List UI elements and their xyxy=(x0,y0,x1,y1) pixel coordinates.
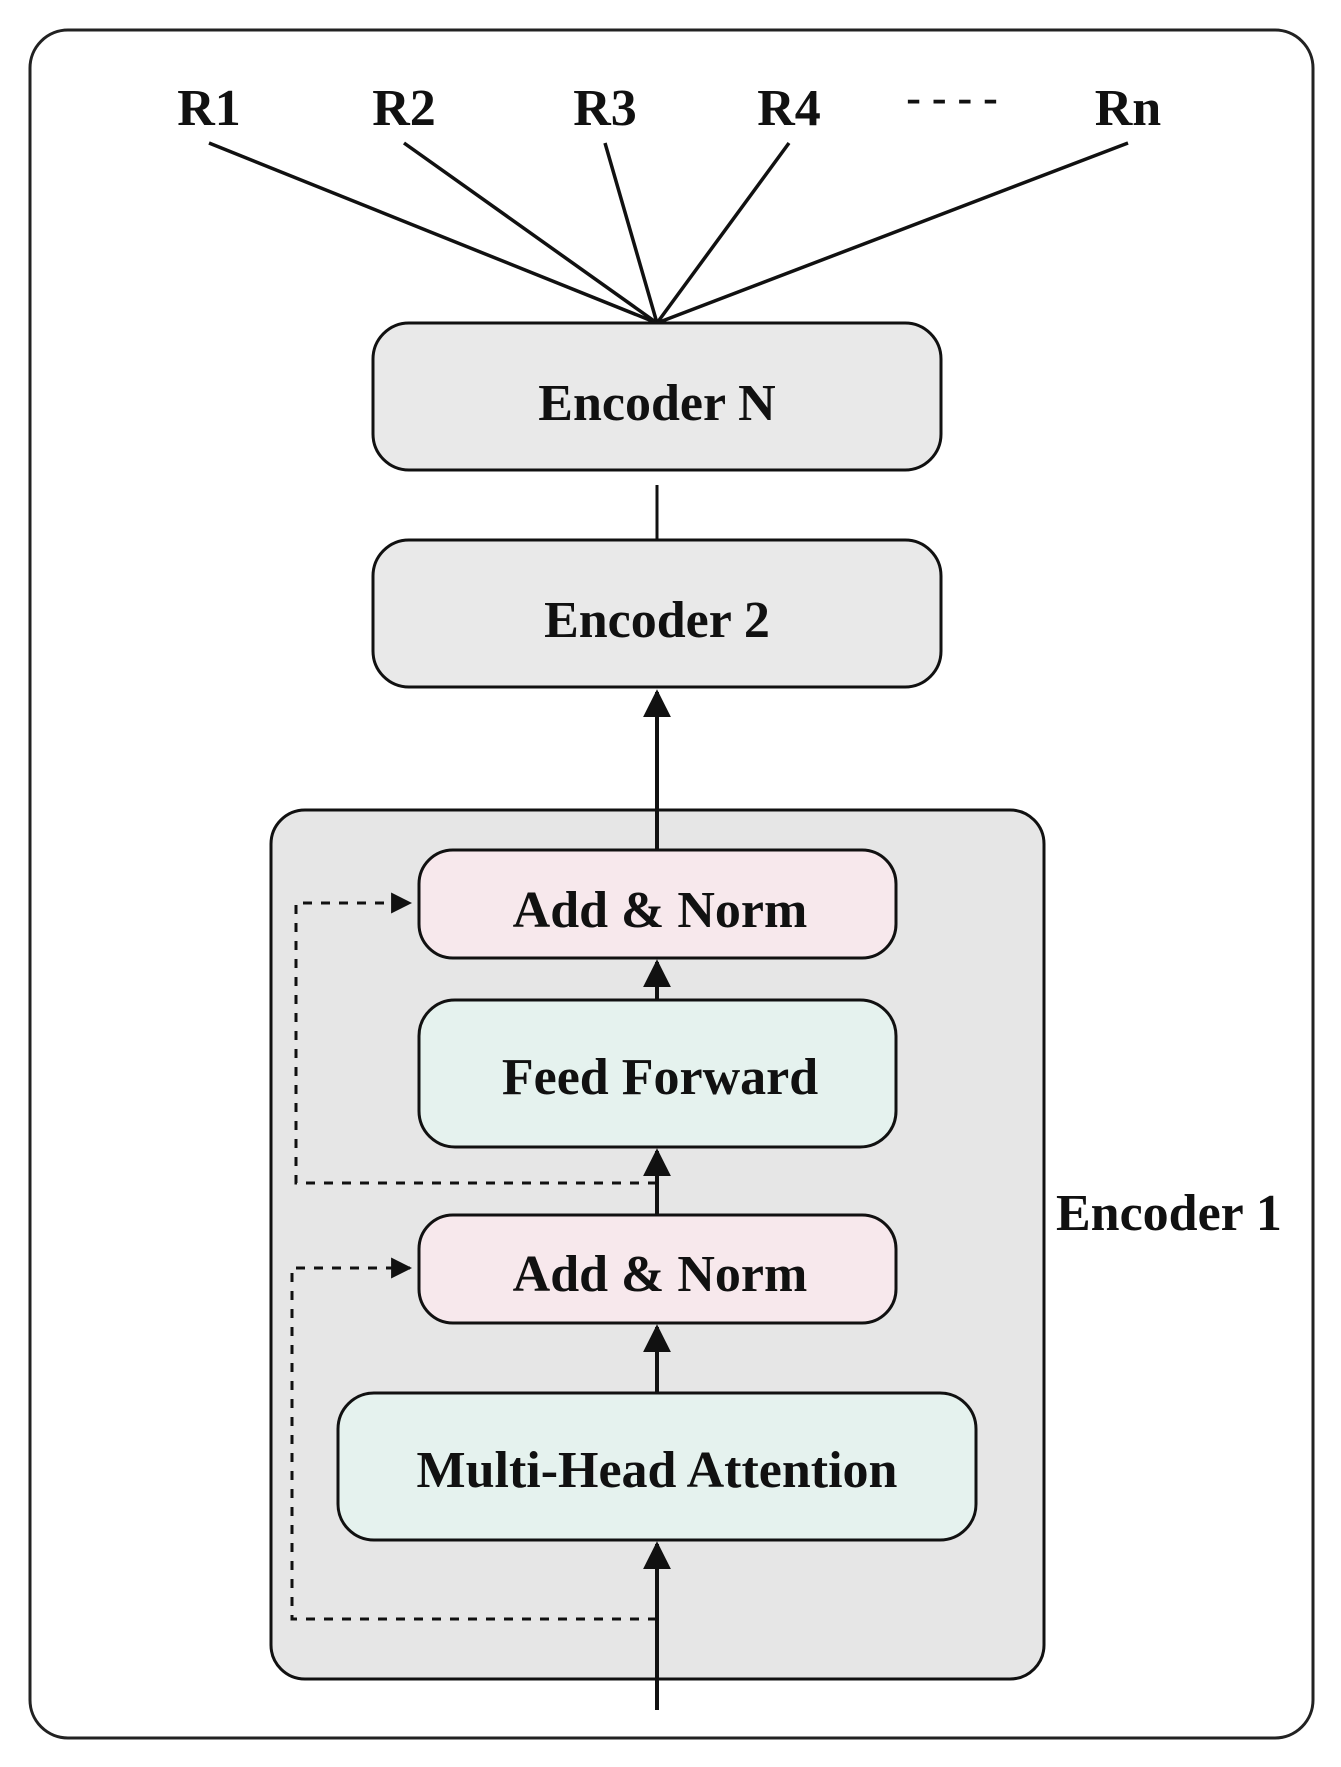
encoder-1-label: Encoder 1 xyxy=(1056,1185,1282,1242)
multi-head-attention-label: Multi-Head Attention xyxy=(417,1442,898,1499)
add-norm-top-label: Add & Norm xyxy=(513,882,808,939)
output-label-rn: Rn xyxy=(1095,80,1162,137)
connector-r2 xyxy=(402,141,659,325)
output-ellipsis: - - - - xyxy=(906,73,998,122)
connector-rn xyxy=(656,141,1129,325)
connector-r4 xyxy=(655,141,791,325)
encoder-n-box xyxy=(371,321,943,472)
connector-r3 xyxy=(603,142,659,324)
residual-connection-attention xyxy=(290,1257,657,1621)
output-label-r3: R3 xyxy=(573,80,637,137)
encoder-2-box xyxy=(371,538,943,689)
residual-connection-feed-forward xyxy=(294,892,657,1185)
connector-r1 xyxy=(208,141,658,325)
feed-forward-label: Feed Forward xyxy=(502,1049,818,1106)
feed-forward-box xyxy=(417,998,898,1149)
add-norm-bottom-label: Add & Norm xyxy=(513,1246,808,1303)
encoder-n-label: Encoder N xyxy=(538,375,775,432)
output-label-r1: R1 xyxy=(177,80,241,137)
output-label-r4: R4 xyxy=(757,80,821,137)
add-norm-top-box xyxy=(417,848,898,960)
output-label-r2: R2 xyxy=(372,80,436,137)
multi-head-attention-box xyxy=(336,1391,978,1542)
encoder-2-label: Encoder 2 xyxy=(544,592,770,649)
add-norm-bottom-box xyxy=(417,1213,898,1325)
